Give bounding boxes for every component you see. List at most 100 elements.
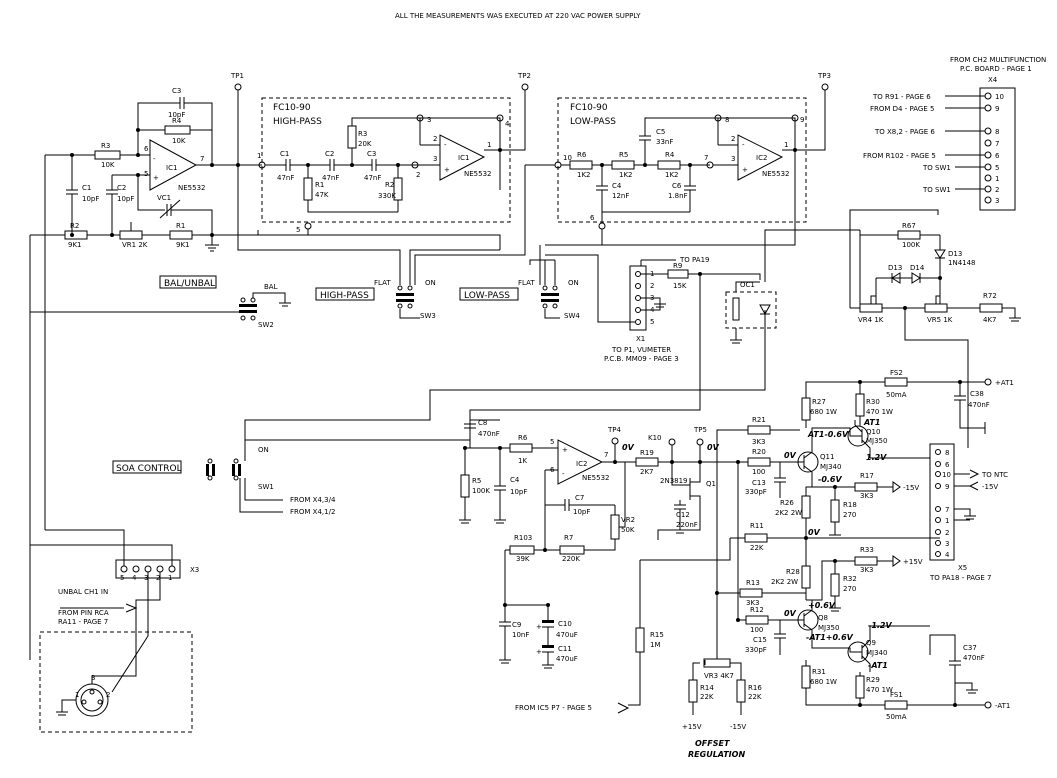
svg-text:9K1: 9K1 [68,241,82,249]
hp-sub: HIGH-PASS [273,117,322,127]
svg-text:270: 270 [843,511,856,519]
svg-text:2: 2 [731,135,735,143]
svg-text:9K1: 9K1 [176,241,190,249]
svg-text:D13: D13 [948,250,962,258]
svg-text:SW4: SW4 [564,312,580,320]
svg-text:7: 7 [200,155,204,163]
svg-text:1K2: 1K2 [577,171,591,179]
svg-text:C2: C2 [117,184,126,192]
svg-text:47nF: 47nF [322,174,339,182]
svg-text:2: 2 [945,529,949,537]
svg-text:R6: R6 [577,151,587,159]
hp-title: FC10-90 [273,103,311,113]
svg-text:R21: R21 [752,416,766,424]
svg-text:C2: C2 [325,150,334,158]
svg-text:R67: R67 [902,222,916,230]
svg-text:2: 2 [995,186,999,194]
svg-text:-15V: -15V [982,483,998,491]
svg-text:C15: C15 [753,636,767,644]
svg-text:FLAT: FLAT [518,279,535,287]
svg-text:VR2: VR2 [621,516,635,524]
svg-text:NE5532: NE5532 [762,170,789,178]
svg-text:+15V: +15V [903,558,923,566]
svg-text:3: 3 [945,540,949,548]
svg-text:8: 8 [945,449,949,457]
svg-text:P.C. BOARD - PAGE 1: P.C. BOARD - PAGE 1 [960,65,1032,73]
svg-text:20K: 20K [358,140,372,148]
svg-text:R16: R16 [748,684,762,692]
svg-text:2K2 2W: 2K2 2W [775,509,802,517]
switch-sw4: FLAT ON SW4 [518,279,580,320]
svg-text:R26: R26 [780,499,794,507]
svg-text:R2: R2 [70,222,79,230]
svg-text:R1: R1 [315,181,324,189]
svg-text:TO SW1: TO SW1 [922,186,951,194]
svg-text:VR4 1K: VR4 1K [858,316,884,324]
svg-text:Q9: Q9 [866,639,876,647]
svg-text:+: + [562,446,568,454]
svg-text:22K: 22K [750,544,764,552]
svg-text:1: 1 [75,691,79,699]
svg-text:9: 9 [945,483,949,491]
svg-text:R103: R103 [514,534,532,542]
svg-text:TO R91 - PAGE 6: TO R91 - PAGE 6 [872,93,931,101]
switch-sw2: BAL/UNBAL BAL SW2 [30,275,291,329]
svg-text:1K2: 1K2 [619,171,633,179]
svg-text:D13: D13 [888,264,902,272]
svg-text:C10: C10 [558,620,572,628]
svg-text:FROM X4,1/2: FROM X4,1/2 [290,508,335,516]
svg-text:IC2: IC2 [576,460,587,468]
svg-text:R2: R2 [385,181,394,189]
svg-text:C4: C4 [612,182,622,190]
svg-text:R31: R31 [812,668,826,676]
svg-text:TP4: TP4 [607,426,621,434]
switch-sw3: FLAT ON SW3 [374,279,436,320]
svg-text:680 1W: 680 1W [810,678,837,686]
svg-text:TO P1, VUMETER: TO P1, VUMETER [611,346,671,354]
svg-text:R12: R12 [750,606,764,614]
svg-text:2K7: 2K7 [640,468,654,476]
svg-text:8: 8 [995,128,999,136]
svg-text:7: 7 [945,506,949,514]
svg-text:2: 2 [650,282,654,290]
svg-text:X3: X3 [190,566,199,574]
svg-text:BAL: BAL [264,283,278,291]
svg-text:5: 5 [296,226,300,234]
svg-text:NE5532: NE5532 [464,170,491,178]
svg-text:10nF: 10nF [512,631,529,639]
svg-text:C7: C7 [575,494,584,502]
ic1-label: IC1 [166,164,177,172]
svg-text:ON: ON [258,446,269,454]
svg-text:IC2: IC2 [756,154,767,162]
svg-text:-: - [153,155,156,163]
svg-text:470nF: 470nF [968,401,990,409]
svg-text:2K2 2W: 2K2 2W [771,578,798,586]
svg-text:R7: R7 [564,534,573,542]
svg-text:C8: C8 [478,419,487,427]
svg-text:5: 5 [120,574,124,582]
svg-text:-: - [562,470,565,478]
svg-text:7: 7 [995,140,999,148]
svg-text:+AT1: +AT1 [995,379,1014,387]
svg-text:470uF: 470uF [556,655,578,663]
svg-text:0V: 0V [784,451,797,460]
svg-text:MJ340: MJ340 [866,649,887,657]
svg-text:C13: C13 [752,479,766,487]
svg-text:3K3: 3K3 [860,492,874,500]
svg-text:-AT1: -AT1 [995,702,1010,710]
ic1-opamp-symbol [149,139,198,191]
svg-text:+: + [536,648,542,656]
svg-text:SOA CONTROL: SOA CONTROL [116,464,182,474]
svg-text:-0.6V: -0.6V [818,475,842,484]
svg-text:330pF: 330pF [745,646,767,654]
svg-text:R29: R29 [866,676,880,684]
svg-text:3K3: 3K3 [752,438,766,446]
svg-text:MJ340: MJ340 [820,463,841,471]
svg-text:2: 2 [433,135,437,143]
svg-text:6: 6 [995,152,1000,160]
svg-text:470 1W: 470 1W [866,686,893,694]
svg-text:6: 6 [945,461,950,469]
svg-text:R14: R14 [700,684,714,692]
svg-text:4: 4 [132,574,137,582]
svg-text:C4: C4 [510,476,520,484]
